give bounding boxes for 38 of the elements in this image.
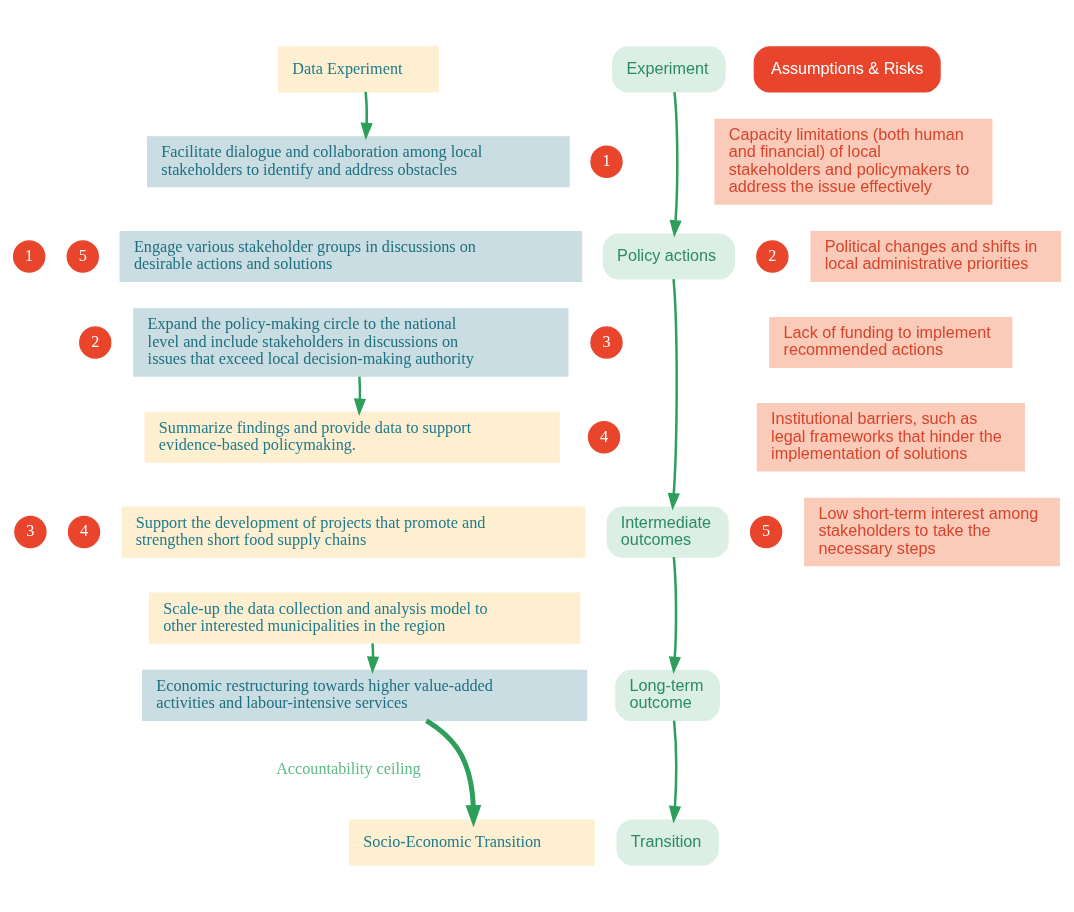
node-box: Intermediate outcomes — [606, 506, 729, 558]
node-circle: 3 — [14, 515, 47, 549]
node-circle: 4 — [587, 421, 621, 454]
node-box: Assumptions & Risks — [753, 46, 941, 93]
node-box: Scale-up the data collection and analysis model to other interested municipalities in the region — [148, 592, 581, 644]
node-circle: 5 — [66, 240, 99, 273]
node-box: Summarize findings and provide data to support evidence-based policymaking. — [144, 411, 560, 463]
node-box: Transition — [616, 819, 719, 866]
node-box: Expand the policy-making circle to the national level and include stakeholders in discussions on issues that exceed local decision-making authority — [133, 308, 569, 377]
arrow — [668, 720, 682, 824]
node-box: Experiment — [612, 46, 726, 93]
node-circle: 2 — [79, 326, 112, 359]
node-box: Long-term outcome — [615, 669, 720, 721]
node-box: Low short-term interest among stakeholders to take the necessary steps — [804, 497, 1060, 567]
node-circle: 2 — [756, 240, 789, 273]
node-box: Facilitate dialogue and collaboration among local stakeholders to identify and address obstacles — [147, 136, 570, 188]
node-box: Economic restructuring towards higher value-added activities and labour-intensive services — [142, 669, 588, 721]
node-box: Engage various stakeholder groups in discussions on desirable actions and solutions — [119, 230, 583, 283]
node-circle: 4 — [67, 515, 101, 549]
node-box: Capacity limitations (both human and financial) of local stakeholders and policymakers to address the issue effectively — [714, 118, 993, 205]
node-box: Data Experiment — [277, 46, 439, 93]
node-circle: 1 — [12, 240, 46, 273]
node-circle: 3 — [590, 326, 623, 359]
node-box: Political changes and shifts in local administrative priorities — [810, 230, 1062, 283]
node-box: Institutional barriers, such as legal frameworks that hinder the implementation of solutions — [756, 403, 1025, 472]
arrow — [669, 92, 682, 238]
node-box: Policy actions — [602, 233, 735, 280]
node-circle: 1 — [590, 145, 623, 178]
arrow — [353, 376, 367, 417]
arrow — [360, 91, 373, 141]
node-box: Socio-Economic Transition — [349, 819, 595, 866]
arrow — [667, 279, 680, 511]
node-box: Support the development of projects that promote and strengthen short food supply chains — [121, 506, 586, 558]
arrow — [425, 718, 482, 828]
node-circle: 5 — [749, 515, 783, 549]
arrow — [668, 556, 681, 675]
label: Accountability ceiling — [276, 760, 421, 779]
node-box: Lack of funding to implement recommended actions — [769, 316, 1013, 369]
